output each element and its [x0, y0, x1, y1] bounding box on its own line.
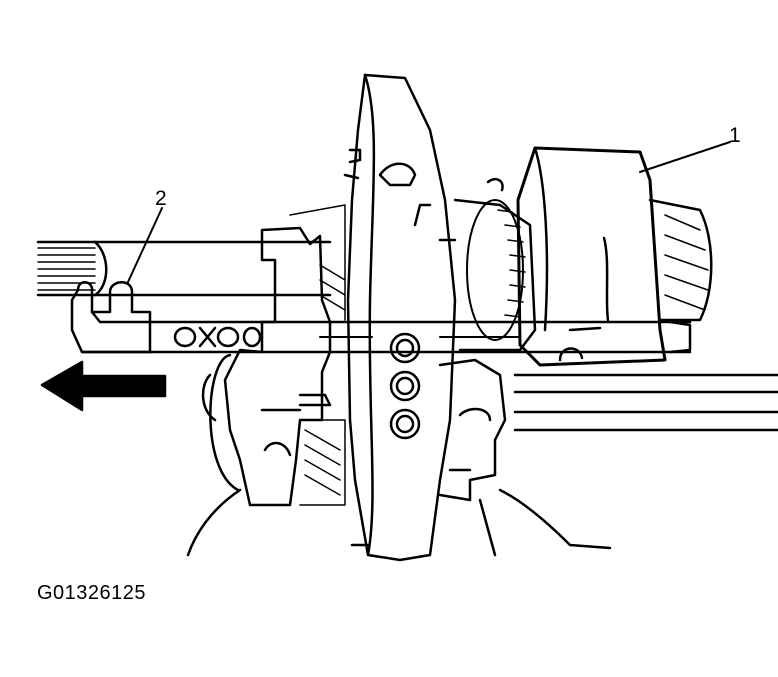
callout-number-1: 1: [729, 124, 741, 147]
synchronizer-ring: [453, 178, 537, 352]
center-housing: [343, 73, 457, 562]
figure-identifier: G01326125: [37, 582, 147, 604]
shift-detent-module: [516, 146, 667, 367]
gear-teeth-left: [289, 204, 346, 506]
shift-fork: [186, 226, 332, 557]
shift-rail-clip: [70, 281, 152, 354]
splined-input-shaft: [36, 240, 332, 297]
output-gear: [648, 198, 713, 322]
callout-number-2: 2: [155, 187, 167, 210]
callout-leaders: [127, 141, 731, 283]
lower-bracket: [438, 358, 612, 557]
direction-arrow-left-icon: [40, 360, 167, 412]
shift-rail: [148, 320, 692, 354]
background-rails: [513, 373, 778, 432]
